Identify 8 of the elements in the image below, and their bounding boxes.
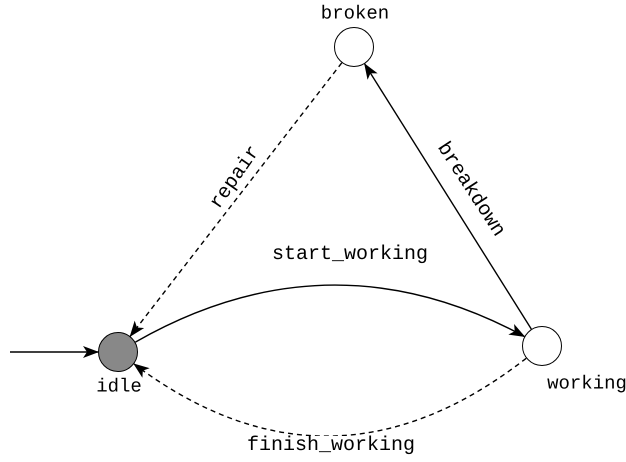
- transition-arrow: [10, 346, 99, 358]
- transition-arrow: [135, 284, 526, 343]
- state-label: broken: [320, 4, 390, 24]
- transition-arrow: [130, 62, 342, 337]
- state-label: idle: [96, 378, 142, 396]
- transition-arrow: [133, 358, 527, 437]
- state-label: working: [547, 374, 626, 394]
- transition-arrow: [364, 63, 532, 330]
